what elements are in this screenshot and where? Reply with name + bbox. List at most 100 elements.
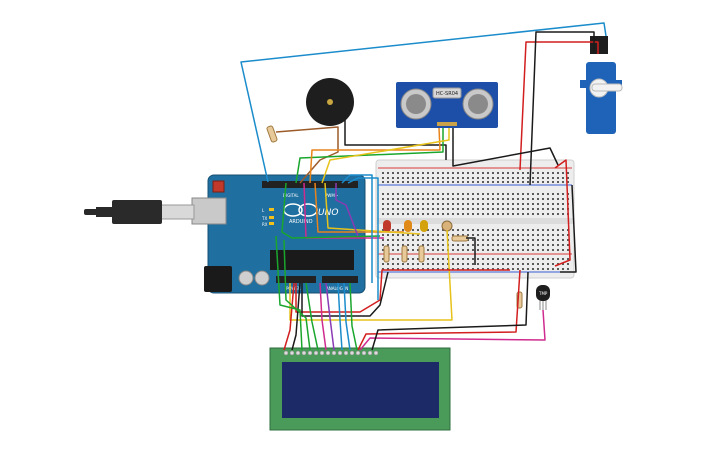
breadboard-hole <box>457 258 459 260</box>
breadboard-hole <box>482 193 484 195</box>
breadboard-hole <box>532 234 534 236</box>
red-led <box>383 220 391 232</box>
breadboard-hole <box>557 203 559 205</box>
breadboard-hole <box>412 239 414 241</box>
breadboard-hole <box>487 229 489 231</box>
breadboard-hole <box>522 181 524 183</box>
wire-red-lcd-vcc <box>283 282 295 351</box>
breadboard-hole <box>497 198 499 200</box>
breadboard-hole <box>382 268 384 270</box>
breadboard-hole <box>447 177 449 179</box>
breadboard-hole <box>387 244 389 246</box>
breadboard-hole <box>512 177 514 179</box>
breadboard-hole <box>457 213 459 215</box>
breadboard-hole <box>542 208 544 210</box>
breadboard-hole <box>552 203 554 205</box>
breadboard-hole <box>482 249 484 251</box>
breadboard-hole <box>537 172 539 174</box>
breadboard-hole <box>452 203 454 205</box>
digital-header <box>262 181 358 188</box>
lcd-pin <box>349 350 355 356</box>
breadboard-hole <box>492 244 494 246</box>
breadboard-hole <box>477 198 479 200</box>
breadboard-hole <box>547 268 549 270</box>
breadboard-hole <box>477 249 479 251</box>
breadboard-hole <box>462 249 464 251</box>
breadboard-hole <box>512 193 514 195</box>
breadboard-hole <box>532 263 534 265</box>
breadboard-hole <box>527 258 529 260</box>
breadboard-hole <box>472 229 474 231</box>
breadboard-hole <box>442 203 444 205</box>
breadboard-hole <box>567 258 569 260</box>
breadboard-hole <box>492 198 494 200</box>
tx-led <box>269 216 274 219</box>
breadboard-hole <box>467 198 469 200</box>
status-led <box>269 208 274 211</box>
breadboard-hole <box>527 244 529 246</box>
breadboard-hole <box>497 239 499 241</box>
breadboard-hole <box>532 244 534 246</box>
breadboard-hole <box>452 249 454 251</box>
breadboard-hole <box>557 244 559 246</box>
lcd-pin <box>331 350 337 356</box>
wire-red-tmp <box>357 269 521 351</box>
breadboard-hole <box>552 249 554 251</box>
breadboard-hole <box>542 177 544 179</box>
breadboard-hole <box>417 193 419 195</box>
breadboard-hole <box>432 229 434 231</box>
breadboard-hole <box>522 203 524 205</box>
breadboard-hole <box>447 263 449 265</box>
breadboard-hole <box>382 203 384 205</box>
breadboard-hole <box>422 234 424 236</box>
breadboard-hole <box>562 244 564 246</box>
breadboard-hole <box>477 268 479 270</box>
breadboard-hole <box>462 198 464 200</box>
breadboard-hole <box>487 239 489 241</box>
breadboard-hole <box>502 177 504 179</box>
breadboard-hole <box>547 258 549 260</box>
breadboard-hole <box>477 181 479 183</box>
lcd-pin <box>301 350 307 356</box>
breadboard-hole <box>562 177 564 179</box>
breadboard-hole <box>392 193 394 195</box>
breadboard-hole <box>402 177 404 179</box>
l-led-label: L <box>262 208 265 213</box>
breadboard-hole <box>427 193 429 195</box>
breadboard-hole <box>552 198 554 200</box>
breadboard-hole <box>492 249 494 251</box>
breadboard-hole <box>472 208 474 210</box>
breadboard-hole <box>442 249 444 251</box>
breadboard-hole <box>552 229 554 231</box>
lcd-pin <box>373 350 379 356</box>
breadboard-hole <box>462 203 464 205</box>
wire-red-servo-vcc <box>519 41 599 171</box>
breadboard-hole <box>402 203 404 205</box>
breadboard-hole <box>387 181 389 183</box>
breadboard-hole <box>432 203 434 205</box>
reset-button[interactable] <box>212 180 225 193</box>
breadboard-hole <box>542 229 544 231</box>
breadboard-hole <box>502 229 504 231</box>
breadboard-hole <box>542 244 544 246</box>
breadboard-hole <box>442 172 444 174</box>
breadboard-hole <box>542 198 544 200</box>
breadboard-hole <box>527 181 529 183</box>
breadboard-hole <box>492 181 494 183</box>
breadboard-hole <box>537 268 539 270</box>
wire-green-lcd-4 <box>349 282 358 351</box>
breadboard-hole <box>437 208 439 210</box>
breadboard-hole <box>382 263 384 265</box>
breadboard-hole <box>497 249 499 251</box>
breadboard-hole <box>502 172 504 174</box>
breadboard-hole <box>432 177 434 179</box>
breadboard-hole <box>407 263 409 265</box>
breadboard-hole <box>507 234 509 236</box>
breadboard-hole <box>392 239 394 241</box>
power-jack <box>204 266 232 292</box>
breadboard-hole <box>492 203 494 205</box>
breadboard-hole <box>387 239 389 241</box>
breadboard-hole <box>517 234 519 236</box>
breadboard-hole <box>462 244 464 246</box>
breadboard-hole <box>417 229 419 231</box>
